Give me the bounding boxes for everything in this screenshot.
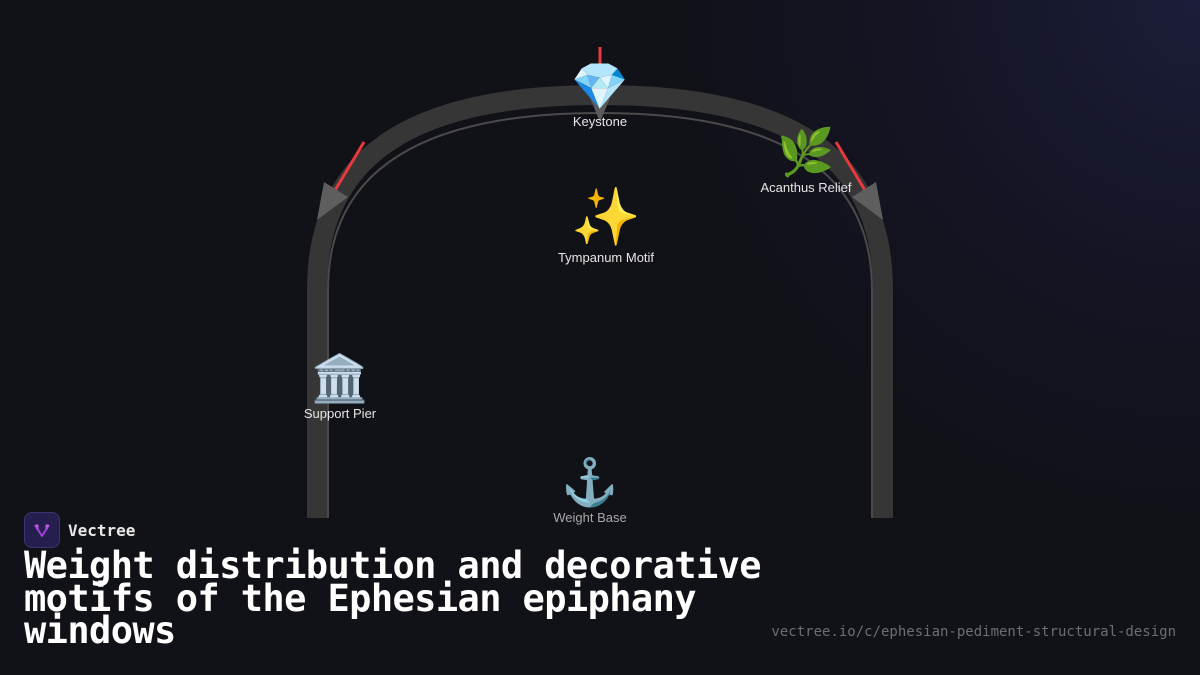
node-label: Keystone: [572, 114, 628, 129]
node-tympanum-motif: ✨ Tympanum Motif: [557, 185, 655, 266]
page-title: Weight distribution and decorative motif…: [24, 544, 762, 652]
brand: Vectree: [24, 512, 135, 548]
node-label: Acanthus Relief: [760, 180, 852, 195]
node-label: Weight Base: [553, 510, 627, 525]
node-support-pier: 🏛️ Support Pier: [304, 352, 376, 421]
classical-building-icon: 🏛️: [311, 352, 369, 404]
arch-band: [307, 84, 893, 518]
vectree-logo-icon: [24, 512, 60, 548]
brand-name: Vectree: [68, 520, 136, 540]
sparkles-icon: ✨: [571, 185, 641, 248]
left-thrust-arrow: [332, 141, 366, 193]
node-label: Support Pier: [303, 406, 377, 421]
node-keystone: 💎 Keystone: [571, 60, 628, 129]
source-url: vectree.io/c/ephesian-pediment-structura…: [771, 624, 1176, 640]
right-thrust-arrowhead: [852, 182, 883, 220]
gem-icon: 💎: [571, 60, 629, 112]
node-label: Tympanum Motif: [557, 250, 655, 265]
keystone-arrowhead: [590, 98, 610, 122]
right-thrust-arrow: [834, 141, 868, 193]
herb-icon: 🌿: [777, 126, 835, 178]
anchor-icon: ⚓: [561, 456, 619, 508]
left-thrust-arrowhead: [317, 182, 348, 220]
node-weight-base: ⚓ Weight Base: [553, 456, 626, 525]
node-acanthus-relief: 🌿 Acanthus Relief: [760, 126, 851, 195]
